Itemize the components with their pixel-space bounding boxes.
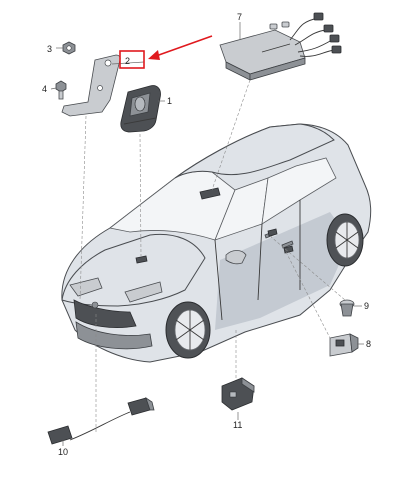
part-10-cable [47,397,155,445]
callout-2: 2 [125,56,130,66]
part-7-antenna-module [219,12,342,81]
callout-4: 4 [42,84,47,94]
callout-labels: 1 2 3 4 7 8 9 10 11 [42,12,371,457]
part-11-control-unit [221,377,255,411]
car-roof [174,123,335,179]
callout-7: 7 [237,12,242,22]
part-1-sensor-housing [120,85,161,133]
emblem [91,301,99,309]
rear-wheel [326,213,364,267]
lower-bumper [75,321,153,350]
part-2-bracket [61,54,121,117]
headlight-left [69,277,103,297]
highlight-box [119,50,145,69]
callout-3: 3 [47,44,52,54]
callout-10: 10 [58,447,68,457]
side-mirror [225,250,247,265]
callout-11: 11 [233,420,242,430]
car-illustration [61,123,372,363]
grille [73,299,137,328]
rear-sensor [283,245,294,254]
headlight-right [124,281,163,303]
callout-8: 8 [366,339,371,349]
callout-1: 1 [167,96,172,106]
highlight-arrow-shaft [155,35,213,57]
part-3-nut [62,41,76,55]
part-9-clip [339,299,355,317]
part-4-bolt [55,80,67,100]
part-8-bracket [329,333,359,357]
front-wheel [165,301,211,359]
highlight-annotation [119,35,213,69]
car-windscreen [109,170,236,241]
hood-sensor [135,255,148,264]
leader-lines [50,22,364,446]
highlight-arrow-head [148,50,160,60]
pillar-sensor [267,228,278,237]
callout-9: 9 [364,301,369,311]
